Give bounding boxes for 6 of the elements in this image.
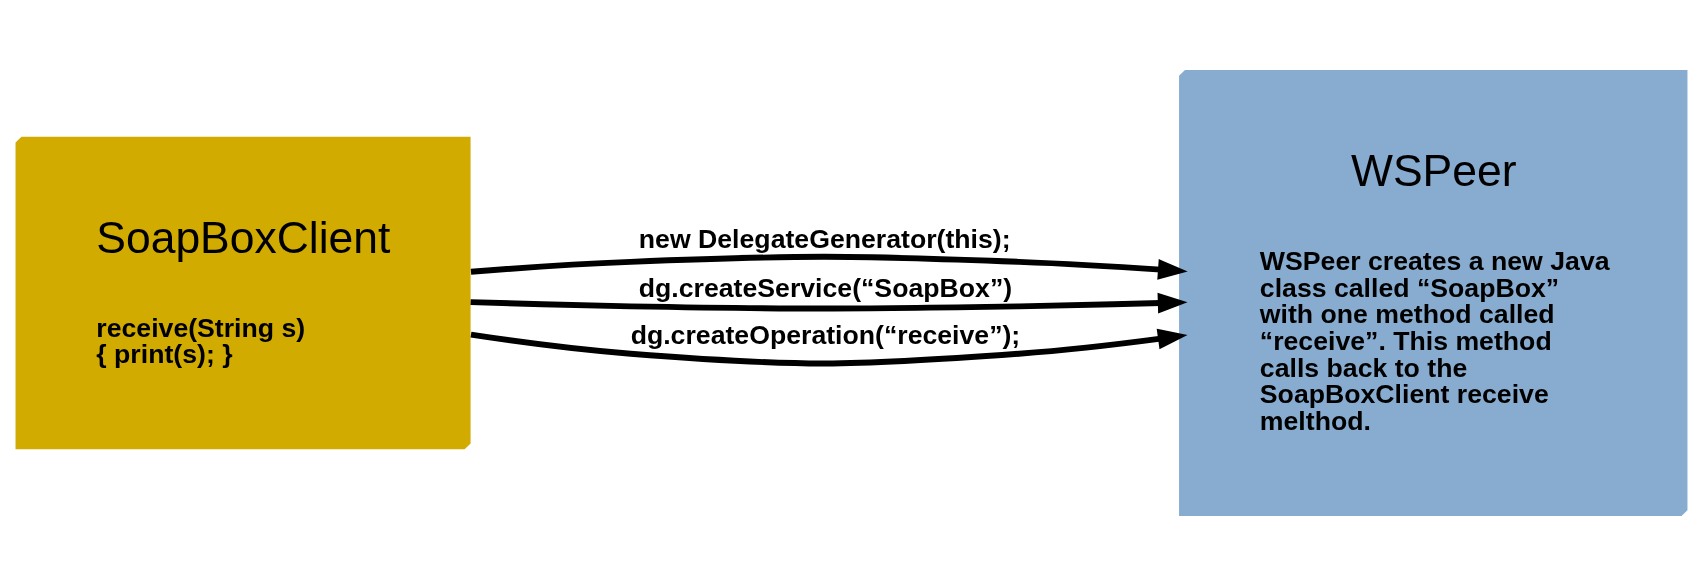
edge-label: dg.createService(“SoapBox”) [638,272,1013,303]
arrow [470,292,1188,314]
edge-label: new DelegateGenerator(this); [638,223,1011,254]
arrow [470,253,1188,280]
arrow [470,328,1188,367]
edge-label: dg.createOperation(“receive”); [630,319,1021,350]
